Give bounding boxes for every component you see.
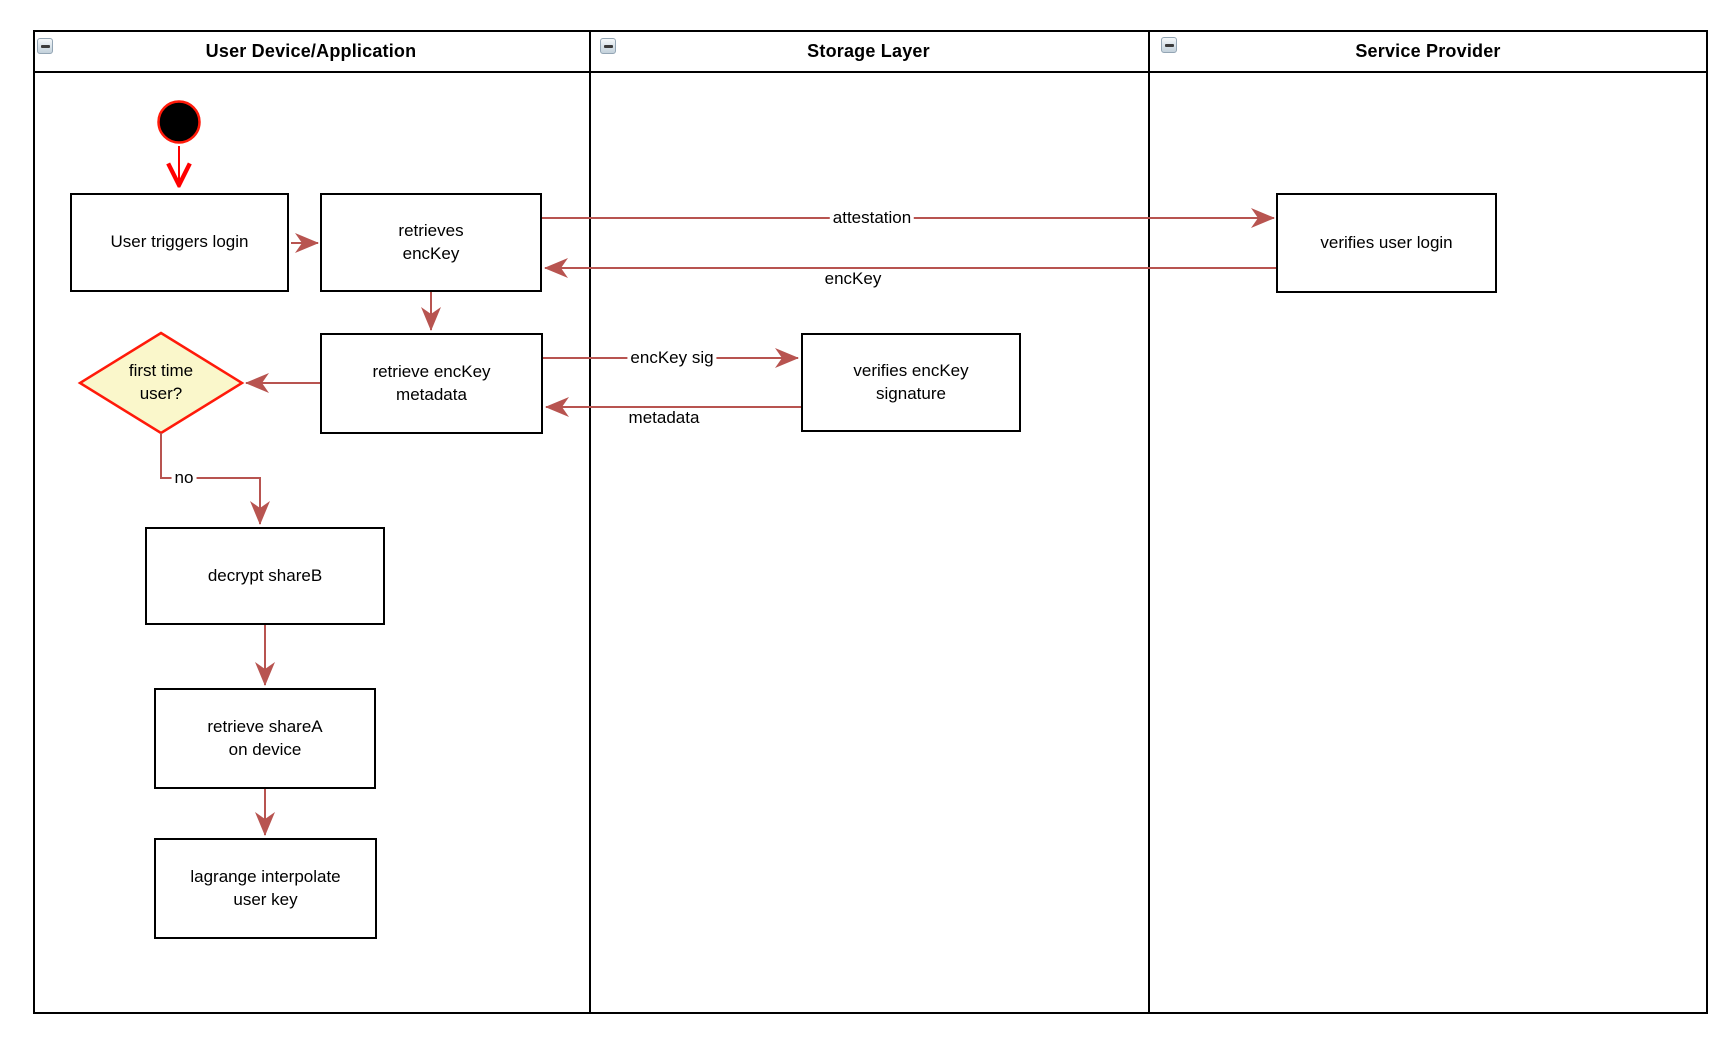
minus-icon — [1164, 43, 1174, 47]
node-verifies-user-login[interactable]: verifies user login — [1276, 193, 1497, 293]
node-decrypt-shareb[interactable]: decrypt shareB — [145, 527, 385, 625]
edge-label-enckey: encKey — [821, 269, 885, 290]
node-verifies-enckey-signature[interactable]: verifies encKey signature — [801, 333, 1021, 432]
minus-icon — [40, 44, 50, 48]
collapse-lane-button[interactable] — [37, 38, 53, 54]
lane-divider-2 — [1148, 30, 1150, 1014]
lane-title-storage-layer: Storage Layer — [807, 40, 930, 61]
lane-title-user-device: User Device/Application — [205, 40, 417, 61]
node-user-triggers-login[interactable]: User triggers login — [70, 193, 289, 292]
decision-label: first time user? — [128, 361, 194, 403]
node-lagrange-interpolate-user-key[interactable]: lagrange interpolate user key — [154, 838, 377, 939]
lane-header-divider — [33, 71, 1708, 73]
edge-label-no: no — [171, 467, 197, 489]
node-retrieve-enckey-metadata[interactable]: retrieve encKey metadata — [320, 333, 543, 434]
lane-divider-1 — [589, 30, 591, 1014]
edge-label-enckey-sig: encKey sig — [627, 347, 717, 369]
edge-label-attestation: attestation — [829, 207, 915, 229]
minus-icon — [603, 44, 613, 48]
node-retrieves-enckey[interactable]: retrieves encKey — [320, 193, 542, 292]
node-retrieve-sharea-on-device[interactable]: retrieve shareA on device — [154, 688, 376, 789]
edge-label-metadata: metadata — [625, 408, 703, 429]
collapse-lane-button[interactable] — [600, 38, 616, 54]
lane-title-service-provider: Service Provider — [1355, 40, 1501, 61]
collapse-lane-button[interactable] — [1161, 37, 1177, 53]
start-node[interactable] — [157, 100, 201, 144]
